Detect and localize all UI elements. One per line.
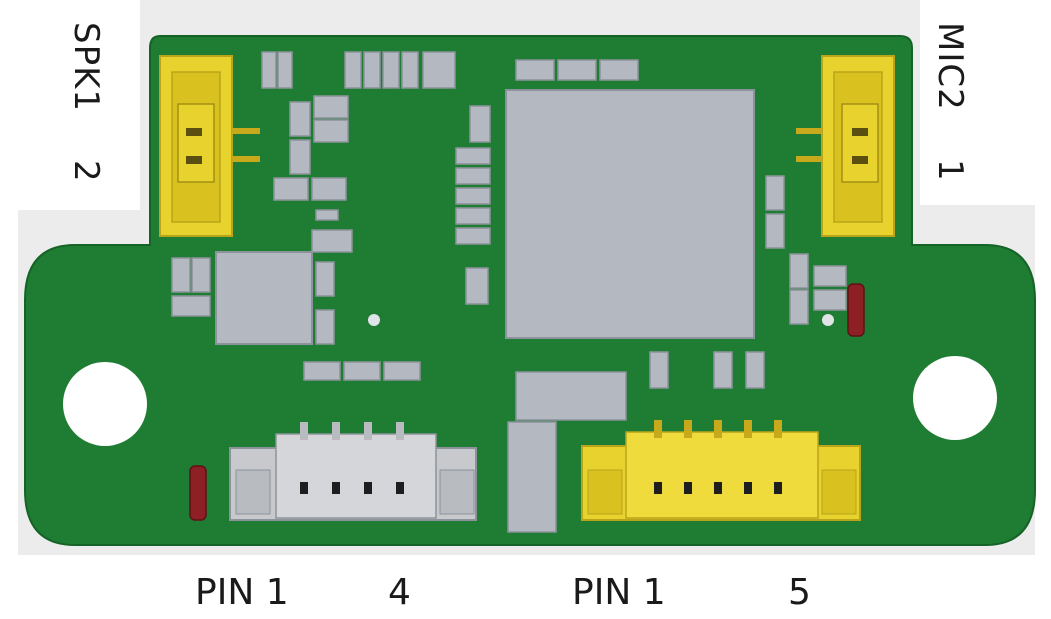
header-4pin-end-label: 4 (388, 572, 411, 613)
spk1-name: SPK1 (66, 22, 106, 113)
mic2-connector (796, 55, 895, 237)
mic2-name: MIC2 (930, 22, 970, 111)
led-red-right (847, 283, 865, 337)
header-5pin (581, 420, 861, 521)
mic2-pin: 1 (930, 158, 970, 182)
passive-components (171, 51, 847, 533)
header-5pin-end-label: 5 (788, 572, 811, 613)
mounting-hole-left (63, 362, 147, 446)
mounting-hole-right (913, 356, 997, 440)
header-5pin-start-label: PIN 1 (572, 572, 666, 613)
secondary-chip (215, 251, 313, 345)
spk1-pin: 2 (66, 159, 106, 183)
header-4pin (229, 422, 477, 521)
via-dot (822, 314, 834, 326)
spk1-label: SPK1 2 (66, 22, 106, 182)
spk1-connector (159, 55, 260, 237)
mic2-label: MIC2 1 (930, 22, 970, 181)
led-red-left (189, 465, 207, 521)
main-ic-chip (505, 89, 755, 339)
header-4pin-start-label: PIN 1 (195, 572, 289, 613)
via-dot (368, 314, 380, 326)
